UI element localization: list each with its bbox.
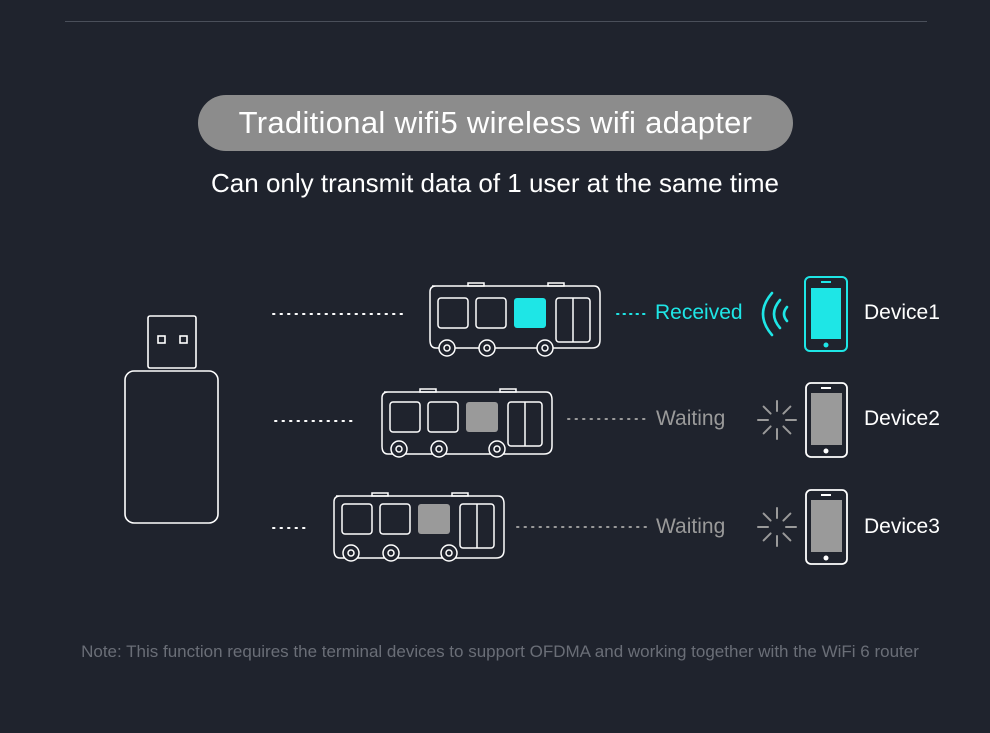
loading-spinner-icon [757, 507, 797, 547]
device-label: Device3 [864, 515, 940, 538]
device-label: Device1 [864, 301, 940, 324]
wifi-signal-icon [761, 291, 789, 337]
status-label-waiting: Waiting [656, 407, 726, 430]
usb-adapter-icon [124, 315, 219, 524]
status-label-received: Received [655, 301, 743, 324]
top-divider [65, 21, 927, 22]
bus-icon [429, 282, 601, 357]
phone-icon [804, 276, 848, 352]
loading-spinner-icon [757, 400, 797, 440]
phone-icon [805, 489, 848, 565]
phone-icon [805, 382, 848, 458]
subtitle: Can only transmit data of 1 user at the … [211, 168, 779, 198]
bus-icon [333, 492, 505, 562]
footnote: Note: This function requires the termina… [81, 642, 919, 661]
bus-icon [381, 388, 553, 458]
page-title: Traditional wifi5 wireless wifi adapter [198, 95, 793, 151]
device-label: Device2 [864, 407, 940, 430]
status-label-waiting: Waiting [656, 515, 726, 538]
